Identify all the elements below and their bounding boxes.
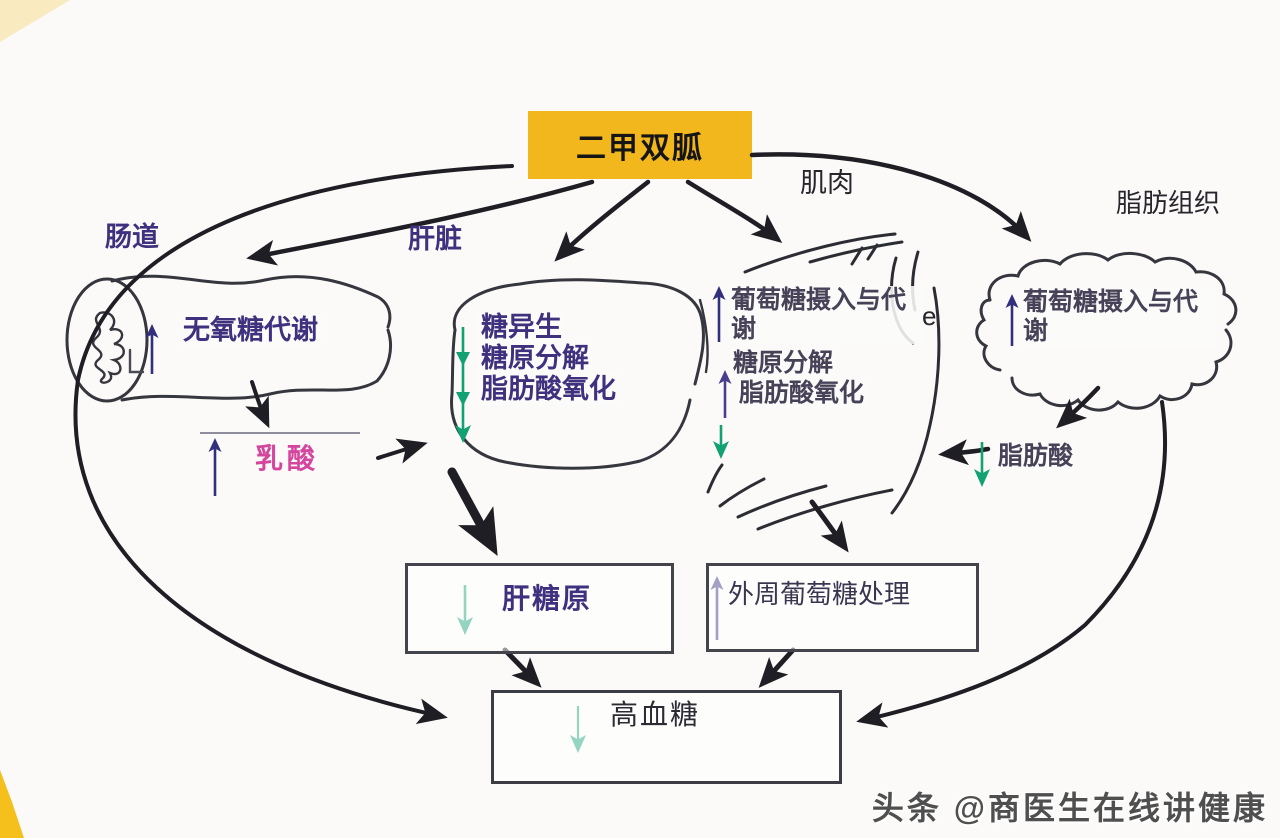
muscle-process-3: 脂肪酸氧化 <box>736 379 868 408</box>
peripheral-glucose-label: 外周葡萄糖处理 <box>728 579 911 609</box>
adipose-label: 脂肪组织 <box>1116 188 1221 218</box>
arrow-metformin-to-liver <box>554 179 651 262</box>
arc-left-to-hyperglycemia <box>73 164 514 725</box>
arrow-liver-to-glycogen <box>447 467 498 557</box>
metformin-box-fill <box>528 111 752 179</box>
muscle-drawing <box>706 232 941 531</box>
intestine-label: 肠道 <box>105 222 159 252</box>
arrow-lactate-to-liver <box>376 438 428 464</box>
corner-decorations <box>0 0 70 838</box>
arc-right-to-hyperglycemia <box>856 400 1168 728</box>
arrow-muscle-to-peripheral <box>809 499 849 553</box>
metformin-label: 二甲双胍 <box>576 132 704 165</box>
peripheral-glucose-box <box>706 563 979 652</box>
hyperglycemia-label: 高血糖 <box>610 699 701 730</box>
watermark: 头条 @商医生在线讲健康 <box>871 790 1268 826</box>
liver-drawing <box>450 278 709 470</box>
arrow-metformin-to-intestine <box>246 179 595 266</box>
intestine-drawing <box>65 274 392 403</box>
liver-process-1: 糖异生 <box>478 312 565 344</box>
arrow-metformin-to-muscle <box>685 179 783 243</box>
intestine-process: 无氧糖代谢 <box>180 315 321 347</box>
flow-arrows <box>73 152 1168 728</box>
adipose-drawing <box>975 252 1238 412</box>
liver-glycogen-box <box>405 563 674 654</box>
metformin-node: 二甲双胍 <box>528 111 752 179</box>
muscle-label: 肌肉 <box>800 168 854 198</box>
arrow-glycogen-to-hyperglycemia <box>502 647 542 688</box>
arrow-peripheral-to-hyperglycemia <box>758 647 796 688</box>
liver-glycogen-label: 肝糖原 <box>502 583 593 614</box>
muscle-process-2: 糖原分解 <box>730 349 837 378</box>
lactate-label: 乳酸 <box>255 443 320 474</box>
muscle-stray-glyph: e <box>922 301 937 331</box>
fattyacid-label: 脂肪酸 <box>995 442 1077 471</box>
arrow-metformin-to-adipose <box>749 152 1032 242</box>
adipose-process: 葡萄糖摄入与代谢 <box>1020 288 1216 346</box>
hyperglycemia-box <box>491 690 842 784</box>
arrow-fattyacid-to-muscle <box>938 439 991 466</box>
arrow-intestine-to-lactate <box>245 380 270 429</box>
muscle-process-up: 葡萄糖摄入与代谢 <box>728 286 924 344</box>
arrow-adipose-to-fattyacid <box>1056 385 1101 429</box>
liver-process-3: 脂肪酸氧化 <box>478 374 619 406</box>
liver-label: 肝脏 <box>408 224 462 254</box>
liver-process-2: 糖原分解 <box>478 343 592 375</box>
